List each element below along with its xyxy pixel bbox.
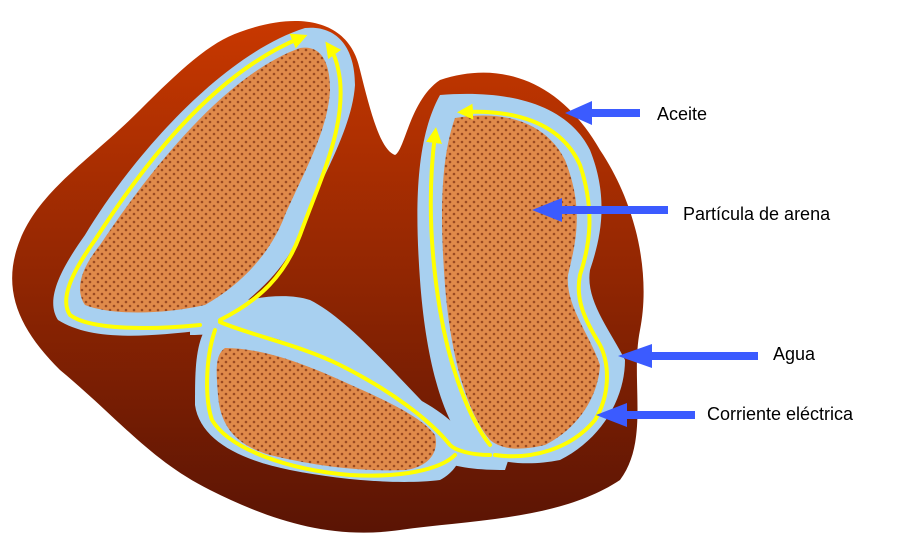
label-agua: Agua [773,344,815,365]
arrow-agua [618,344,758,368]
label-aceite: Aceite [657,104,707,125]
label-corriente-electrica: Corriente eléctrica [707,404,853,425]
label-particula-de-arena: Partícula de arena [683,204,830,225]
